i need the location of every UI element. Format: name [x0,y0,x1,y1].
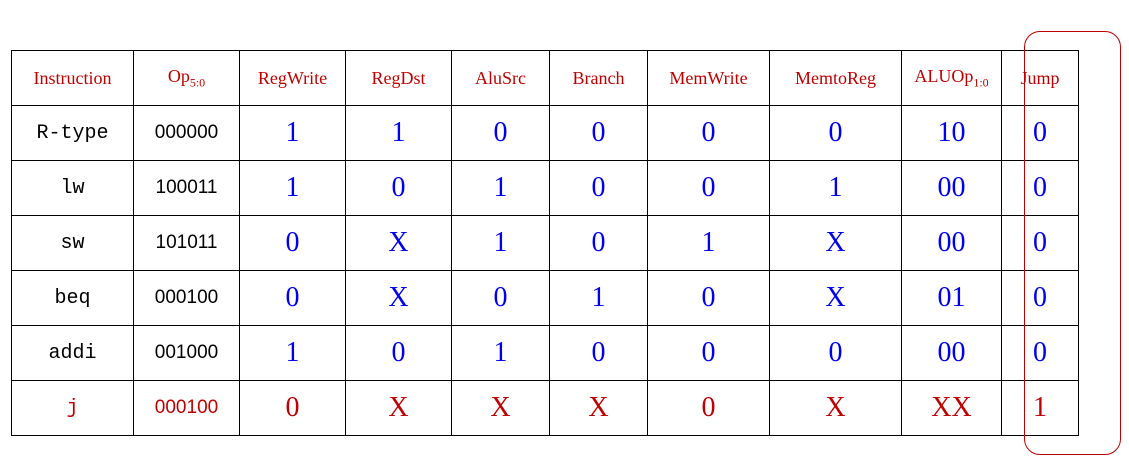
alusrc-cell: X [451,380,550,436]
aluop-cell: 00 [901,325,1002,381]
opcode-cell: 100011 [133,160,240,216]
regdst-cell: X [345,215,452,271]
memtoreg-cell: X [769,215,902,271]
jump-cell: 0 [1001,105,1079,161]
alusrc-cell: 1 [451,215,550,271]
table-row-rtype: R-type 000000 1 1 0 0 0 0 10 0 [11,105,1079,161]
header-regwrite: RegWrite [239,50,346,106]
alusrc-cell: 1 [451,325,550,381]
header-jump: Jump [1001,50,1079,106]
branch-cell: 0 [549,215,648,271]
opcode-cell: 000000 [133,105,240,161]
regwrite-cell: 0 [239,270,346,326]
memwrite-cell: 0 [647,105,770,161]
regdst-cell: 1 [345,105,452,161]
instruction-cell: R-type [11,105,134,161]
aluop-cell: 00 [901,215,1002,271]
table-row-beq: beq 000100 0 X 0 1 0 X 01 0 [11,270,1079,326]
regdst-cell: 0 [345,160,452,216]
table-row-sw: sw 101011 0 X 1 0 1 X 00 0 [11,215,1079,271]
instruction-cell: j [11,380,134,436]
branch-cell: 0 [549,105,648,161]
header-memtoreg: MemtoReg [769,50,902,106]
table-row-lw: lw 100011 1 0 1 0 0 1 00 0 [11,160,1079,216]
jump-cell: 1 [1001,380,1079,436]
table-row-addi: addi 001000 1 0 1 0 0 0 00 0 [11,325,1079,381]
regdst-cell: X [345,270,452,326]
branch-cell: 0 [549,160,648,216]
opcode-cell: 000100 [133,270,240,326]
jump-cell: 0 [1001,215,1079,271]
control-truth-table: Instruction Op5:0 RegWrite RegDst AluSrc… [11,50,1079,436]
regdst-cell: X [345,380,452,436]
branch-cell: X [549,380,648,436]
aluop-cell: 00 [901,160,1002,216]
table-row-j-highlighted: j 000100 0 X X X 0 X XX 1 [11,380,1079,436]
opcode-cell: 000100 [133,380,240,436]
jump-cell: 0 [1001,325,1079,381]
jump-cell: 0 [1001,270,1079,326]
opcode-cell: 101011 [133,215,240,271]
header-op: Op5:0 [133,50,240,106]
memwrite-cell: 1 [647,215,770,271]
opcode-cell: 001000 [133,325,240,381]
header-memwrite: MemWrite [647,50,770,106]
aluop-cell: 10 [901,105,1002,161]
branch-cell: 1 [549,270,648,326]
memwrite-cell: 0 [647,380,770,436]
alusrc-cell: 1 [451,160,550,216]
jump-cell: 0 [1001,160,1079,216]
regwrite-cell: 1 [239,325,346,381]
memwrite-cell: 0 [647,325,770,381]
header-branch: Branch [549,50,648,106]
alusrc-cell: 0 [451,105,550,161]
memwrite-cell: 0 [647,270,770,326]
alusrc-cell: 0 [451,270,550,326]
instruction-cell: lw [11,160,134,216]
regwrite-cell: 0 [239,215,346,271]
regdst-cell: 0 [345,325,452,381]
memtoreg-cell: 0 [769,105,902,161]
header-aluop: ALUOp1:0 [901,50,1002,106]
regwrite-cell: 1 [239,160,346,216]
instruction-cell: sw [11,215,134,271]
memwrite-cell: 0 [647,160,770,216]
instruction-cell: beq [11,270,134,326]
aluop-cell: XX [901,380,1002,436]
header-row: Instruction Op5:0 RegWrite RegDst AluSrc… [11,50,1079,106]
aluop-cell: 01 [901,270,1002,326]
memtoreg-cell: 0 [769,325,902,381]
memtoreg-cell: 1 [769,160,902,216]
header-alusrc: AluSrc [451,50,550,106]
header-instruction: Instruction [11,50,134,106]
regwrite-cell: 1 [239,105,346,161]
header-regdst: RegDst [345,50,452,106]
memtoreg-cell: X [769,380,902,436]
instruction-cell: addi [11,325,134,381]
branch-cell: 0 [549,325,648,381]
regwrite-cell: 0 [239,380,346,436]
memtoreg-cell: X [769,270,902,326]
